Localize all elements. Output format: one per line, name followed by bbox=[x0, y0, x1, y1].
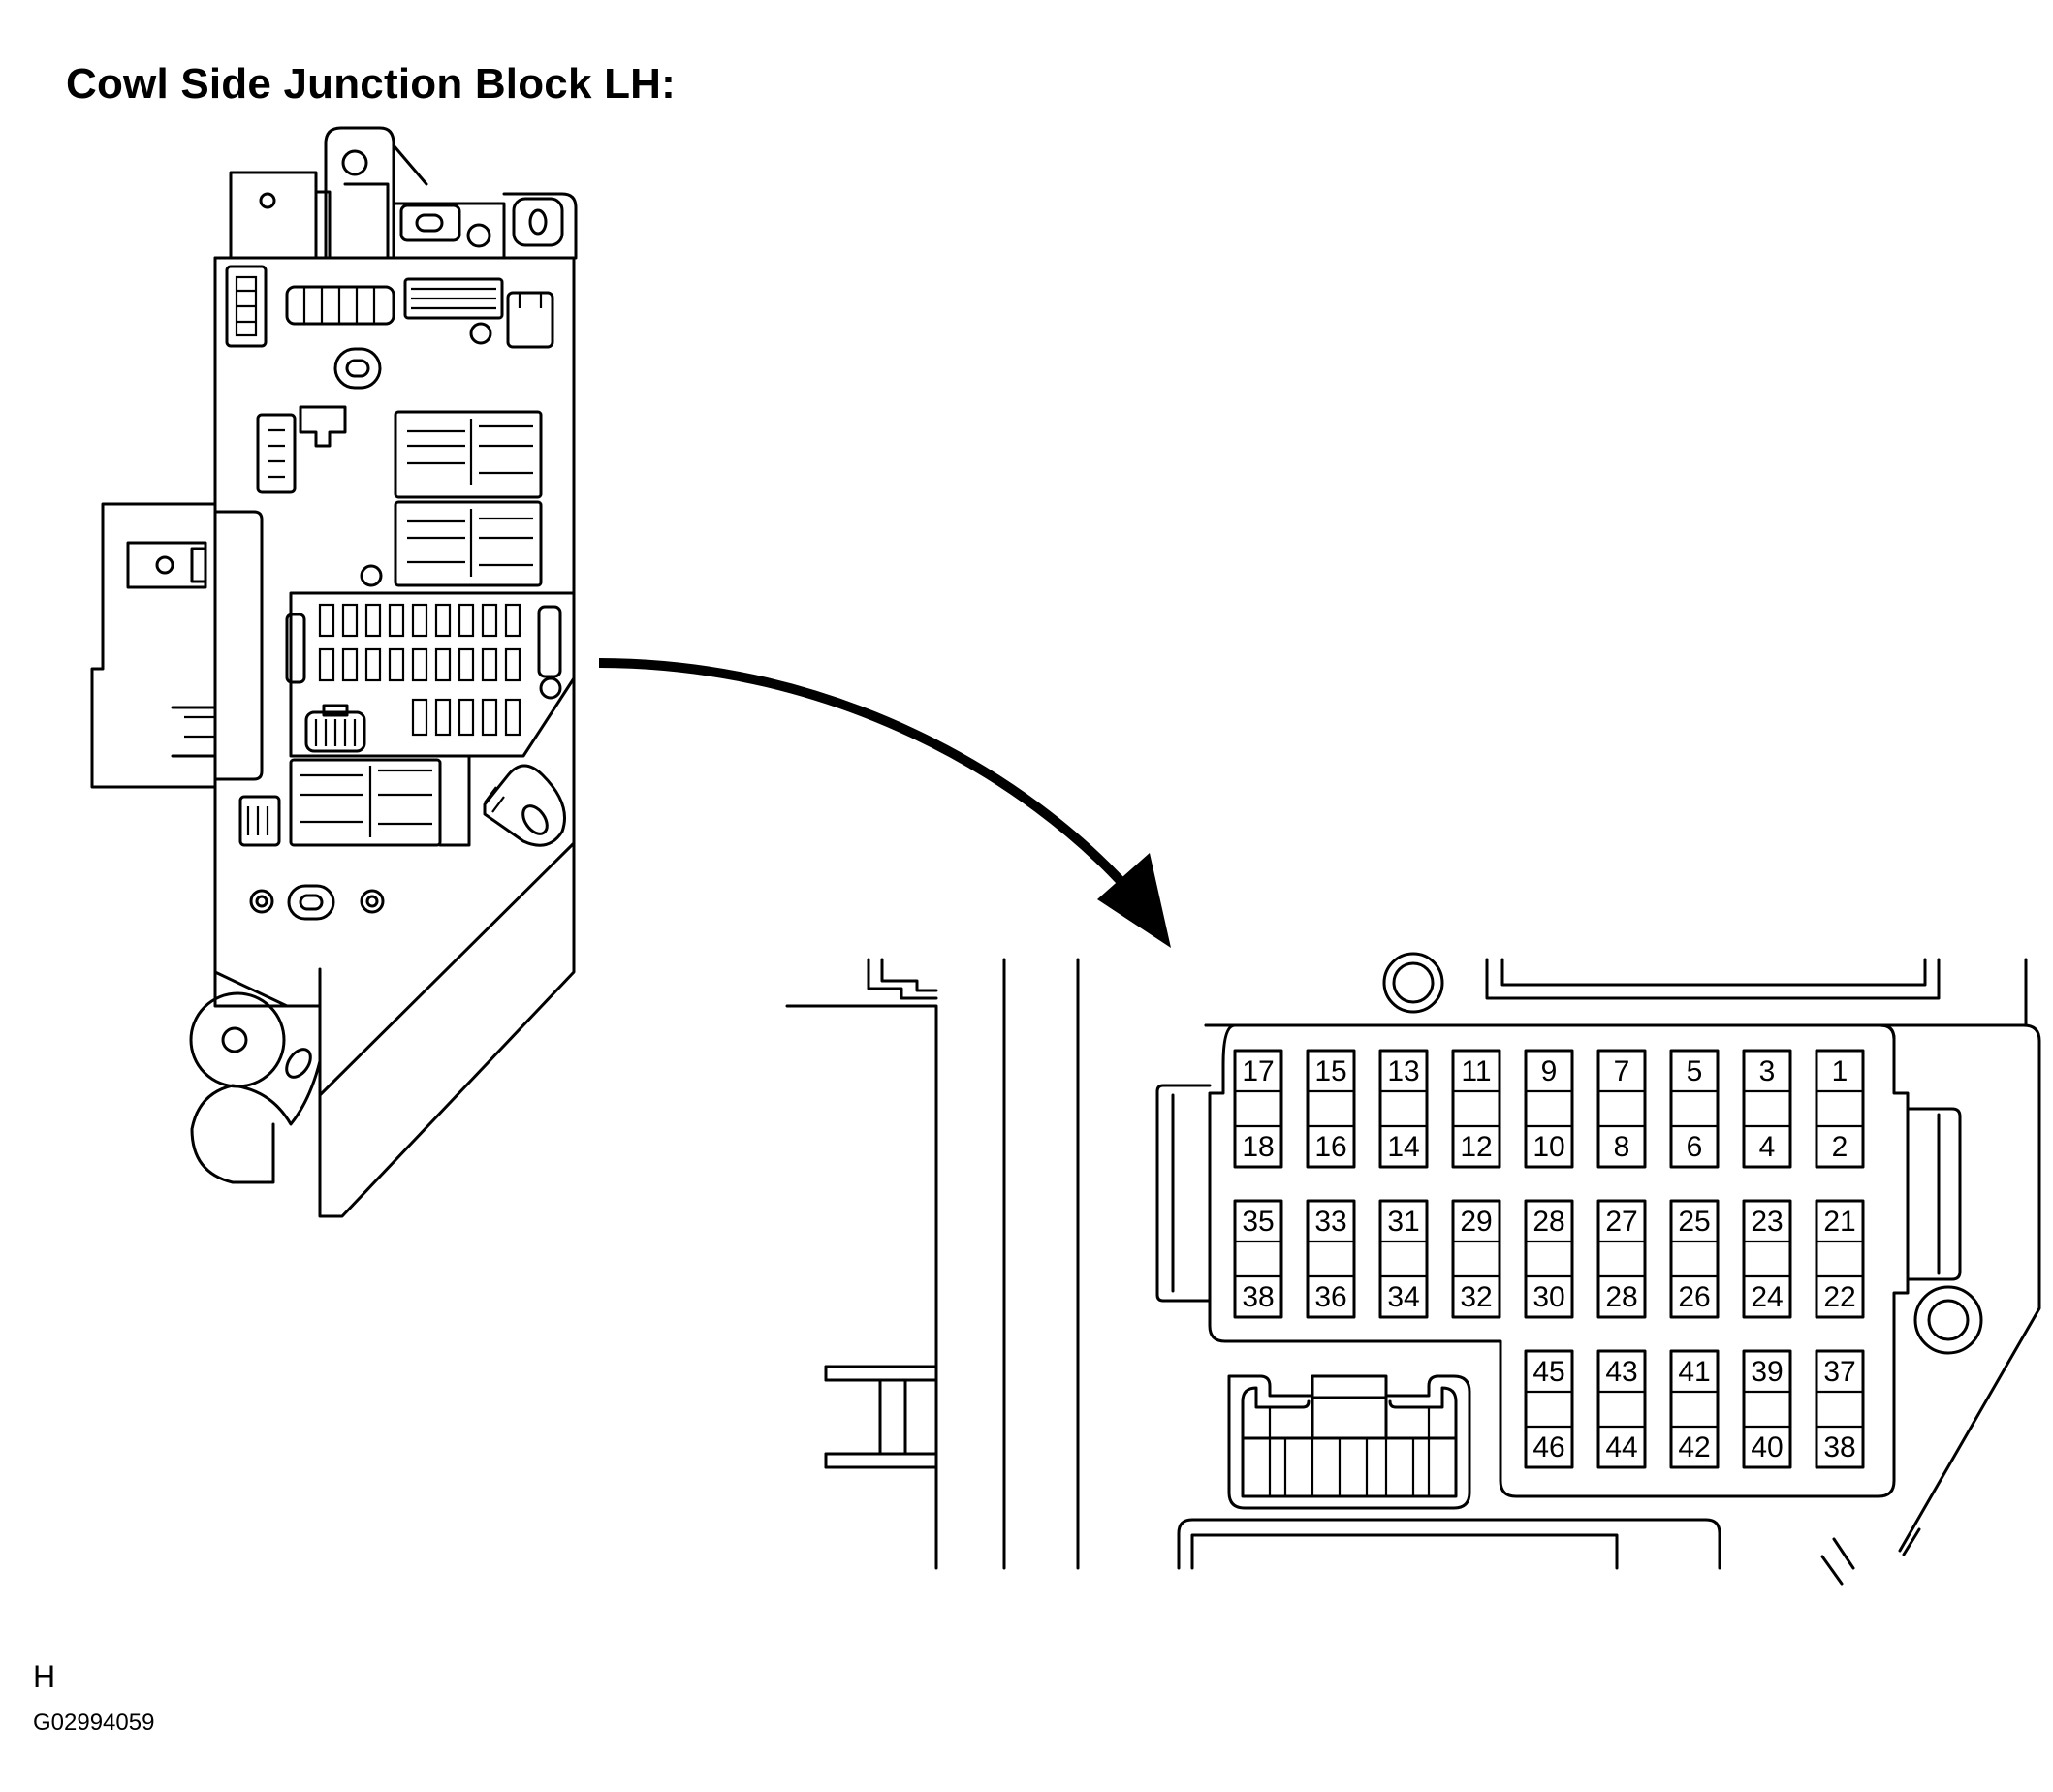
fuse-number-bottom: 46 bbox=[1532, 1431, 1564, 1463]
fuse-number-top: 7 bbox=[1614, 1055, 1630, 1087]
fuse-number-bottom: 28 bbox=[1605, 1281, 1637, 1313]
fuse-number-top: 21 bbox=[1823, 1206, 1855, 1238]
fuse-number-top: 25 bbox=[1678, 1206, 1710, 1238]
fuse-cell: 12 bbox=[1815, 1049, 1865, 1169]
fuse-number-top: 11 bbox=[1461, 1055, 1491, 1087]
fuse-number-top: 17 bbox=[1242, 1055, 1274, 1087]
fuse-cell: 56 bbox=[1669, 1049, 1720, 1169]
fuse-number-top: 31 bbox=[1387, 1206, 1419, 1238]
fuse-number-bottom: 44 bbox=[1605, 1431, 1637, 1463]
fuse-cell-outline bbox=[1233, 1049, 1283, 1169]
fuse-number-bottom: 38 bbox=[1823, 1431, 1855, 1463]
fuse-number-top: 3 bbox=[1759, 1055, 1776, 1087]
diagram-title: Cowl Side Junction Block LH: bbox=[66, 60, 676, 108]
fuse-number-top: 9 bbox=[1541, 1055, 1558, 1087]
fuse-number-bottom: 14 bbox=[1387, 1131, 1419, 1163]
fuse-number-bottom: 16 bbox=[1314, 1131, 1346, 1163]
fuse-number-top: 43 bbox=[1605, 1356, 1637, 1388]
fuse-number-bottom: 2 bbox=[1832, 1131, 1848, 1163]
fuse-number-bottom: 32 bbox=[1460, 1281, 1492, 1313]
fuse-number-bottom: 24 bbox=[1751, 1281, 1783, 1313]
view-letter: H bbox=[33, 1659, 56, 1694]
fuse-cell-outline bbox=[1669, 1049, 1720, 1169]
fuse-cell: 35 38 bbox=[1233, 1199, 1283, 1319]
fuse-cell: 23 24 bbox=[1742, 1199, 1792, 1319]
fuse-cell-outline bbox=[1596, 1349, 1647, 1469]
fuse-cell: 43 44 bbox=[1596, 1349, 1647, 1469]
fuse-cell-outline bbox=[1451, 1199, 1501, 1319]
fuse-cell-outline bbox=[1596, 1049, 1647, 1169]
fuse-cell-outline bbox=[1233, 1199, 1283, 1319]
fuse-number-bottom: 42 bbox=[1678, 1431, 1710, 1463]
fuse-cell: 28 30 bbox=[1524, 1199, 1574, 1319]
fuse-cell: 27 28 bbox=[1596, 1199, 1647, 1319]
fuse-number-top: 41 bbox=[1678, 1356, 1710, 1388]
fuse-number-top: 27 bbox=[1605, 1206, 1637, 1238]
fuse-cell: 39 40 bbox=[1742, 1349, 1792, 1469]
fuse-block-detail: 1718151613141112910785634123538333631342… bbox=[785, 952, 2041, 1586]
fuse-cell-outline bbox=[1815, 1199, 1865, 1319]
fuse-cell: 31 34 bbox=[1378, 1199, 1429, 1319]
fuse-cell-outline bbox=[1815, 1349, 1865, 1469]
fuse-cell: 45 46 bbox=[1524, 1349, 1574, 1469]
fuse-number-bottom: 26 bbox=[1678, 1281, 1710, 1313]
fuse-number-top: 13 bbox=[1387, 1055, 1419, 1087]
fuse-number-top: 45 bbox=[1532, 1356, 1564, 1388]
fuse-cell: 33 36 bbox=[1306, 1199, 1356, 1319]
fuse-number-bottom: 30 bbox=[1532, 1281, 1564, 1313]
fuse-number-bottom: 38 bbox=[1242, 1281, 1274, 1313]
fuse-cell: 34 bbox=[1742, 1049, 1792, 1169]
fuse-number-top: 15 bbox=[1314, 1055, 1346, 1087]
fuse-cell-outline bbox=[1596, 1199, 1647, 1319]
fuse-cell-outline bbox=[1742, 1199, 1792, 1319]
fuse-cell-outline bbox=[1378, 1049, 1429, 1169]
fuse-cell-outline bbox=[1524, 1349, 1574, 1469]
fuse-cell: 13 14 bbox=[1378, 1049, 1429, 1169]
fuse-cell-outline bbox=[1524, 1049, 1574, 1169]
fuse-cell-outline bbox=[1669, 1349, 1720, 1469]
fuse-cell-outline bbox=[1306, 1049, 1356, 1169]
fuse-cell-outline bbox=[1378, 1199, 1429, 1319]
fuse-number-bottom: 4 bbox=[1759, 1131, 1776, 1163]
fuse-number-bottom: 34 bbox=[1387, 1281, 1419, 1313]
fuse-number-top: 23 bbox=[1751, 1206, 1783, 1238]
fuse-cell-outline bbox=[1742, 1349, 1792, 1469]
fuse-cell: 29 32 bbox=[1451, 1199, 1501, 1319]
fuse-cell: 21 22 bbox=[1815, 1199, 1865, 1319]
fuse-number-bottom: 12 bbox=[1460, 1131, 1492, 1163]
figure-code: G02994059 bbox=[33, 1710, 155, 1736]
fuse-cell-outline bbox=[1451, 1049, 1501, 1169]
fuse-number-bottom: 36 bbox=[1314, 1281, 1346, 1313]
fuse-number-top: 35 bbox=[1242, 1206, 1274, 1238]
fuse-number-bottom: 18 bbox=[1242, 1131, 1274, 1163]
fuse-number-bottom: 40 bbox=[1751, 1431, 1783, 1463]
callout-arrow bbox=[598, 658, 1171, 948]
fuse-cell: 9 10 bbox=[1524, 1049, 1574, 1169]
fuse-cell-outline bbox=[1742, 1049, 1792, 1169]
fuse-number-bottom: 6 bbox=[1687, 1131, 1703, 1163]
fuse-number-bottom: 8 bbox=[1614, 1131, 1630, 1163]
fuse-number-top: 29 bbox=[1460, 1206, 1492, 1238]
fuse-cell: 25 26 bbox=[1669, 1199, 1720, 1319]
fuse-number-top: 33 bbox=[1314, 1206, 1346, 1238]
fuse-number-top: 28 bbox=[1532, 1206, 1564, 1238]
fuse-number-top: 5 bbox=[1687, 1055, 1703, 1087]
fuse-cell: 78 bbox=[1596, 1049, 1647, 1169]
fuse-cell: 37 38 bbox=[1815, 1349, 1865, 1469]
fuse-cell-outline bbox=[1524, 1199, 1574, 1319]
fuse-number-top: 37 bbox=[1823, 1356, 1855, 1388]
fuse-number-top: 1 bbox=[1832, 1055, 1848, 1087]
fuse-cell-outline bbox=[1815, 1049, 1865, 1169]
junction-block-drawing bbox=[90, 126, 578, 1218]
fuse-cell: 11 12 bbox=[1451, 1049, 1501, 1169]
fuse-number-bottom: 10 bbox=[1532, 1131, 1564, 1163]
fuse-cell: 41 42 bbox=[1669, 1349, 1720, 1469]
fuse-number-bottom: 22 bbox=[1823, 1281, 1855, 1313]
fuse-cell-outline bbox=[1669, 1199, 1720, 1319]
fuse-number-top: 39 bbox=[1751, 1356, 1783, 1388]
fuse-cell-outline bbox=[1306, 1199, 1356, 1319]
